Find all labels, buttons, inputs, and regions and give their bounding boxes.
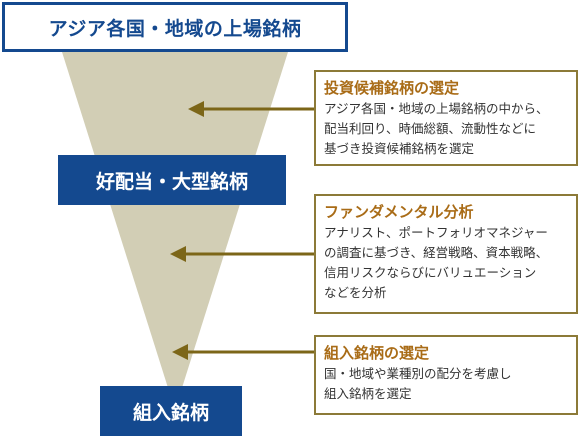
middle-stage-label: 好配当・大型銘柄 xyxy=(95,170,248,193)
step-title: 投資候補銘柄の選定 xyxy=(324,79,460,97)
step-description: アナリスト、ポートフォリオマネジャー の調査に基づき、経営戦略、資本戦略、 信用… xyxy=(324,225,549,300)
step-title: 組入銘柄の選定 xyxy=(324,344,430,362)
middle-stage-box: 好配当・大型銘柄 xyxy=(58,155,286,205)
funnel-shape xyxy=(62,52,288,410)
step-description: アジア各国・地域の上場銘柄の中から、 配当利回り、時価総額、流動性などに 基づき… xyxy=(324,101,549,156)
bottom-holdings-box: 組入銘柄 xyxy=(100,386,242,436)
step-box-candidate-selection: 投資候補銘柄の選定 アジア各国・地域の上場銘柄の中から、 配当利回り、時価総額、… xyxy=(314,70,578,166)
bottom-holdings-label: 組入銘柄 xyxy=(132,401,209,424)
arrow-step-2 xyxy=(170,246,314,262)
step-title: ファンダメンタル分析 xyxy=(324,203,474,221)
step-description: 国・地域や業種別の配分を考慮し 組入銘柄を選定 xyxy=(324,366,512,401)
step-box-fundamental-analysis: ファンダメンタル分析 アナリスト、ポートフォリオマネジャー の調査に基づき、経営… xyxy=(314,194,578,314)
arrow-step-3 xyxy=(172,344,314,360)
top-universe-label: アジア各国・地域の上場銘柄 xyxy=(48,17,302,40)
top-universe-box: アジア各国・地域の上場銘柄 xyxy=(2,2,348,52)
step-box-holdings-selection: 組入銘柄の選定 国・地域や業種別の配分を考慮し 組入銘柄を選定 xyxy=(314,335,578,415)
arrow-step-1 xyxy=(188,101,314,117)
